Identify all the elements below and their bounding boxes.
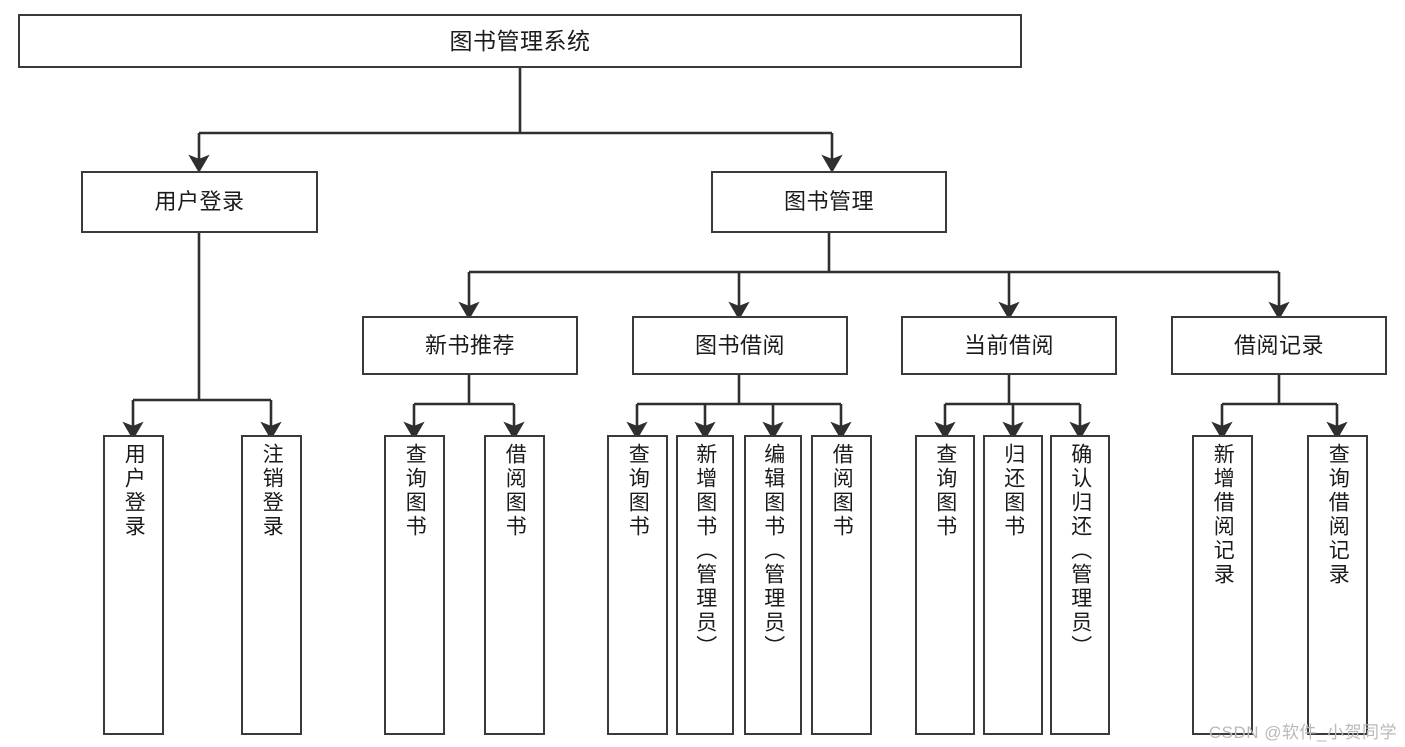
leaf-borrow-books[interactable]: 借阅图书 [811, 435, 872, 735]
node-label: 查询图书 [403, 443, 427, 539]
node-new-book-recommendation[interactable]: 新书推荐 [362, 316, 578, 375]
node-root-book-management-system[interactable]: 图书管理系统 [18, 14, 1022, 68]
node-label: 查询借阅记录 [1326, 443, 1350, 587]
node-label: 借阅记录 [1233, 332, 1324, 358]
node-book-borrowing[interactable]: 图书借阅 [632, 316, 848, 375]
node-label: 图书管理系统 [449, 27, 591, 54]
node-label: 归还图书 [1001, 443, 1025, 539]
node-label: 借阅图书 [503, 443, 527, 539]
node-label: 查询图书 [626, 443, 650, 539]
node-label: 借阅图书 [830, 443, 854, 539]
node-current-borrowing[interactable]: 当前借阅 [901, 316, 1117, 375]
leaf-confirm-return-admin[interactable]: 确认归还（管理员） [1050, 435, 1110, 735]
node-label: 图书借阅 [694, 332, 785, 358]
leaf-add-book-admin[interactable]: 新增图书（管理员） [676, 435, 734, 735]
leaf-query-books-current[interactable]: 查询图书 [915, 435, 975, 735]
node-label: 编辑图书（管理员） [761, 443, 785, 659]
node-label: 查询图书 [933, 443, 957, 539]
leaf-query-books-borrow[interactable]: 查询图书 [607, 435, 668, 735]
leaf-edit-book-admin[interactable]: 编辑图书（管理员） [744, 435, 802, 735]
leaf-return-books[interactable]: 归还图书 [983, 435, 1043, 735]
node-label: 新书推荐 [424, 332, 515, 358]
node-label: 新增借阅记录 [1211, 443, 1235, 587]
node-user-login[interactable]: 用户登录 [81, 171, 318, 233]
node-book-management[interactable]: 图书管理 [711, 171, 947, 233]
node-label: 注销登录 [260, 443, 284, 539]
leaf-query-books-recommend[interactable]: 查询图书 [384, 435, 445, 735]
leaf-query-borrow-record[interactable]: 查询借阅记录 [1307, 435, 1368, 735]
leaf-logout[interactable]: 注销登录 [241, 435, 302, 735]
node-label: 图书管理 [783, 189, 874, 215]
node-label: 用户登录 [154, 189, 245, 215]
node-label: 新增图书（管理员） [693, 443, 717, 659]
node-borrowing-records[interactable]: 借阅记录 [1171, 316, 1387, 375]
node-label: 确认归还（管理员） [1068, 443, 1092, 659]
node-label: 用户登录 [122, 443, 146, 539]
leaf-add-borrow-record[interactable]: 新增借阅记录 [1192, 435, 1253, 735]
leaf-user-login[interactable]: 用户登录 [103, 435, 164, 735]
node-label: 当前借阅 [963, 332, 1054, 358]
leaf-borrow-books-recommend[interactable]: 借阅图书 [484, 435, 545, 735]
